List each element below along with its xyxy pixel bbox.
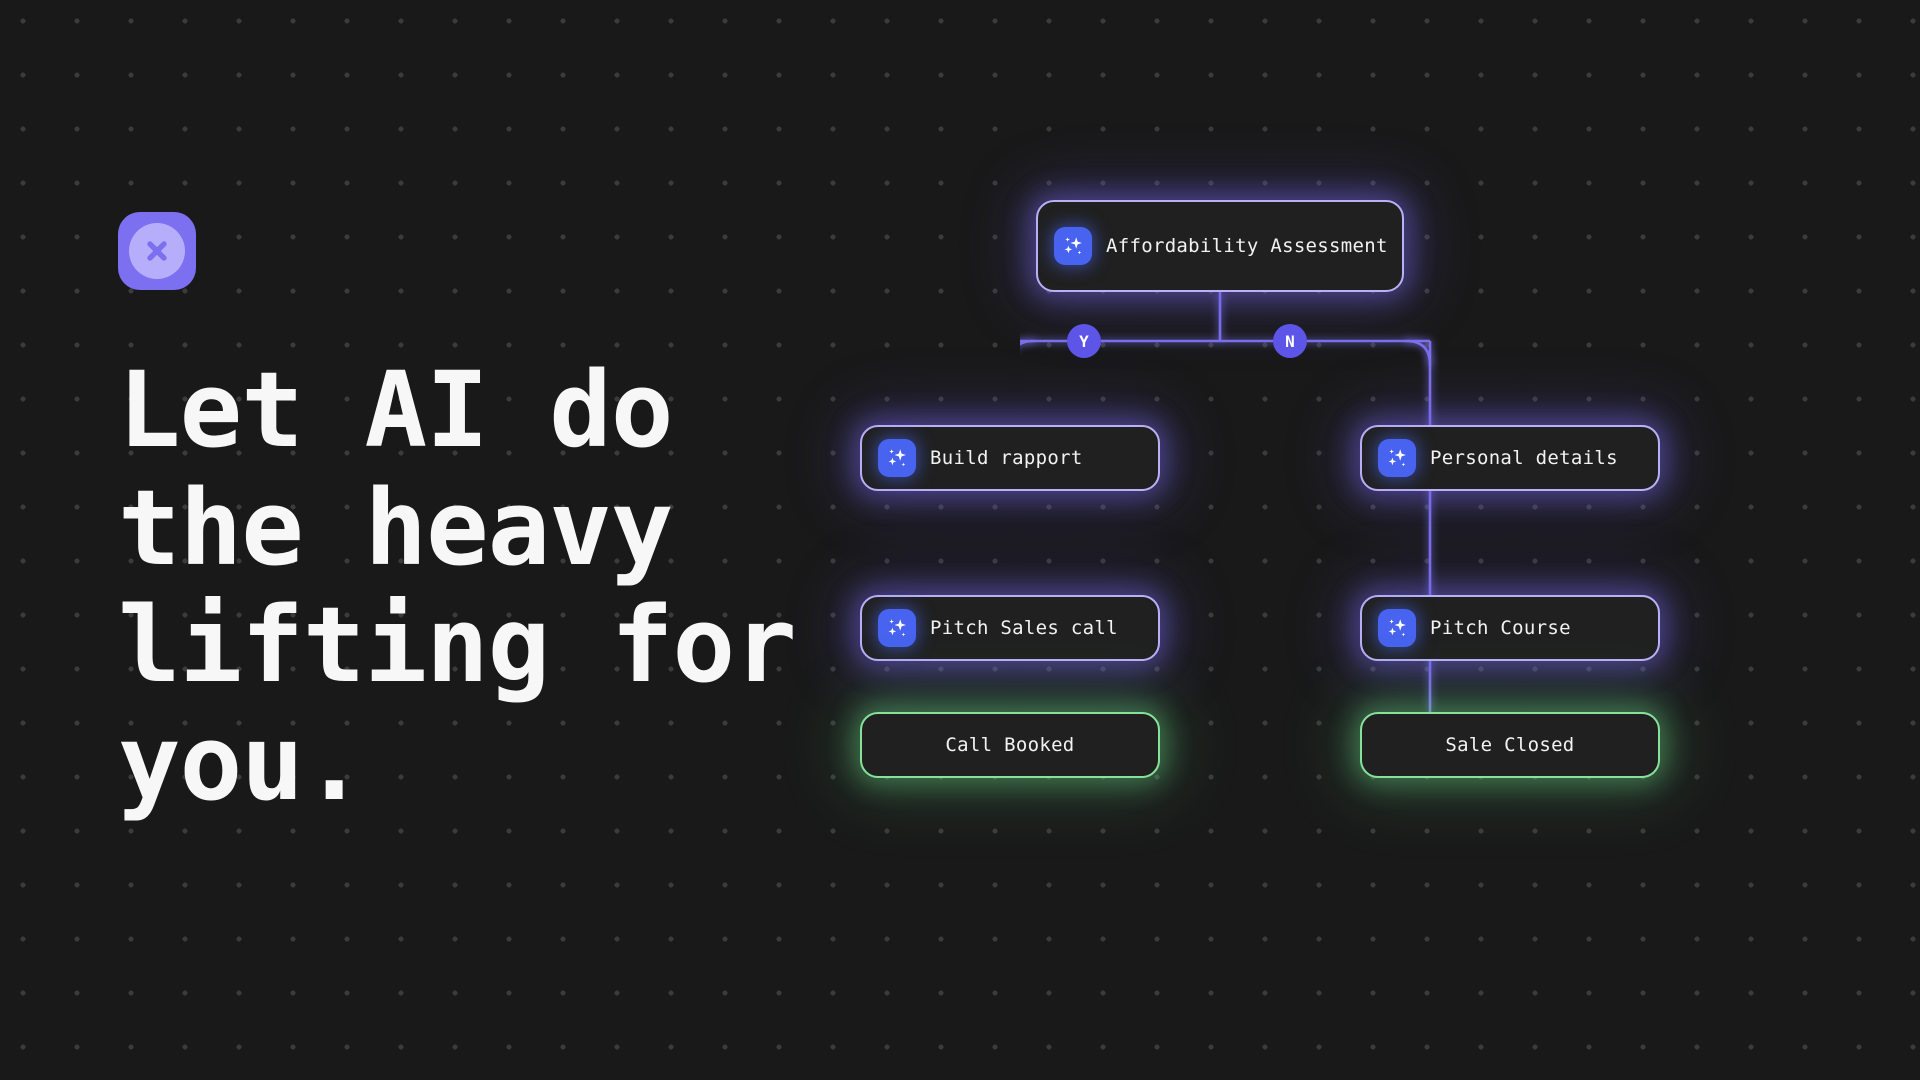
ai-sparkle-icon (1054, 227, 1092, 265)
flow-connectors (1020, 292, 1432, 712)
flow-node-label: Pitch Sales call (930, 617, 1118, 639)
ai-sparkle-icon (878, 609, 916, 647)
hero-section: Let AI do the heavy lifting for you. (118, 212, 998, 822)
flow-node-build-rapport[interactable]: Build rapport (860, 425, 1160, 491)
flow-node-label: Personal details (1430, 447, 1618, 469)
flow-node-label: Sale Closed (1445, 734, 1575, 756)
branch-badge-no[interactable]: N (1273, 324, 1307, 358)
branch-badge-label: Y (1079, 331, 1089, 351)
brand-logo[interactable] (118, 212, 196, 290)
page-title: Let AI do the heavy lifting for you. (118, 349, 797, 824)
branch-badge-yes[interactable]: Y (1067, 324, 1101, 358)
flow-node-label: Call Booked (945, 734, 1075, 756)
ai-sparkle-icon (1378, 439, 1416, 477)
flow-node-personal-details[interactable]: Personal details (1360, 425, 1660, 491)
flow-node-label: Affordability Assessment (1106, 235, 1388, 257)
flow-node-pitch-course[interactable]: Pitch Course (1360, 595, 1660, 661)
branch-badge-label: N (1285, 331, 1295, 351)
ai-sparkle-icon (878, 439, 916, 477)
flow-node-label: Pitch Course (1430, 617, 1571, 639)
flow-node-pitch-sales-call[interactable]: Pitch Sales call (860, 595, 1160, 661)
x-circle-logo-icon (129, 223, 185, 279)
flow-node-label: Build rapport (930, 447, 1083, 469)
flow-diagram: Affordability Assessment Y N Build rappo… (860, 200, 1880, 880)
flow-node-sale-closed[interactable]: Sale Closed (1360, 712, 1660, 778)
flow-node-call-booked[interactable]: Call Booked (860, 712, 1160, 778)
flow-node-root[interactable]: Affordability Assessment (1036, 200, 1404, 292)
ai-sparkle-icon (1378, 609, 1416, 647)
